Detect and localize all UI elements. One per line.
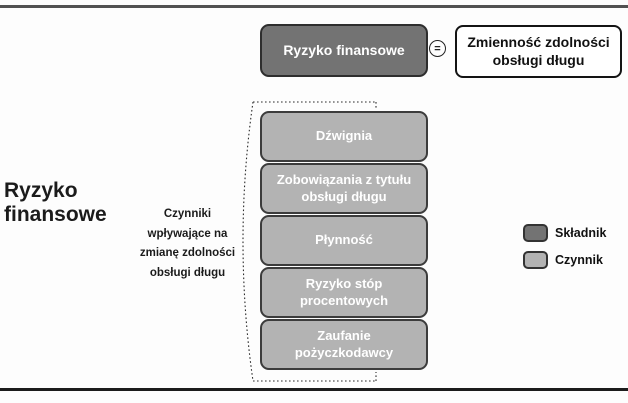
legend-item-skladnik: Składnik xyxy=(523,224,606,242)
component-swatch-icon xyxy=(523,224,548,242)
factors-annotation: Czynniki wpływające na zmianę zdolności … xyxy=(139,205,236,283)
legend: Składnik Czynnik xyxy=(523,224,606,278)
legend-item-czynnik: Czynnik xyxy=(523,251,606,269)
annotation-line: zmianę zdolności xyxy=(139,247,236,259)
definition-box-zmiennosc: Zmienność zdolności obsługi długu xyxy=(455,25,622,78)
factor-box-zobowiazania: Zobowiązania z tytułu obsługi długu xyxy=(260,163,428,214)
annotation-line: Czynniki xyxy=(163,208,212,220)
factor-box-plynnosc: Płynność xyxy=(260,215,428,266)
legend-label: Składnik xyxy=(555,226,607,240)
factor-box-zaufanie: Zaufanie pożyczkodawcy xyxy=(260,319,428,370)
bottom-rule xyxy=(0,388,628,391)
factor-swatch-icon xyxy=(523,251,548,269)
component-box-ryzyko-finansowe: Ryzyko finansowe xyxy=(260,24,428,77)
factor-box-dzwignia: Dźwignia xyxy=(260,111,428,162)
factor-box-ryzyko-stop: Ryzyko stóp procentowych xyxy=(260,267,428,318)
page-title-line2: finansowe xyxy=(4,203,107,226)
top-rule xyxy=(0,5,628,8)
page-title: Ryzyko finansowe xyxy=(4,179,154,227)
equals-icon: = xyxy=(429,40,446,57)
annotation-line: obsługi długu xyxy=(149,266,226,279)
annotation-line: wpływające na xyxy=(147,227,228,240)
legend-label: Czynnik xyxy=(555,253,603,267)
page-title-line1: Ryzyko xyxy=(4,179,78,202)
